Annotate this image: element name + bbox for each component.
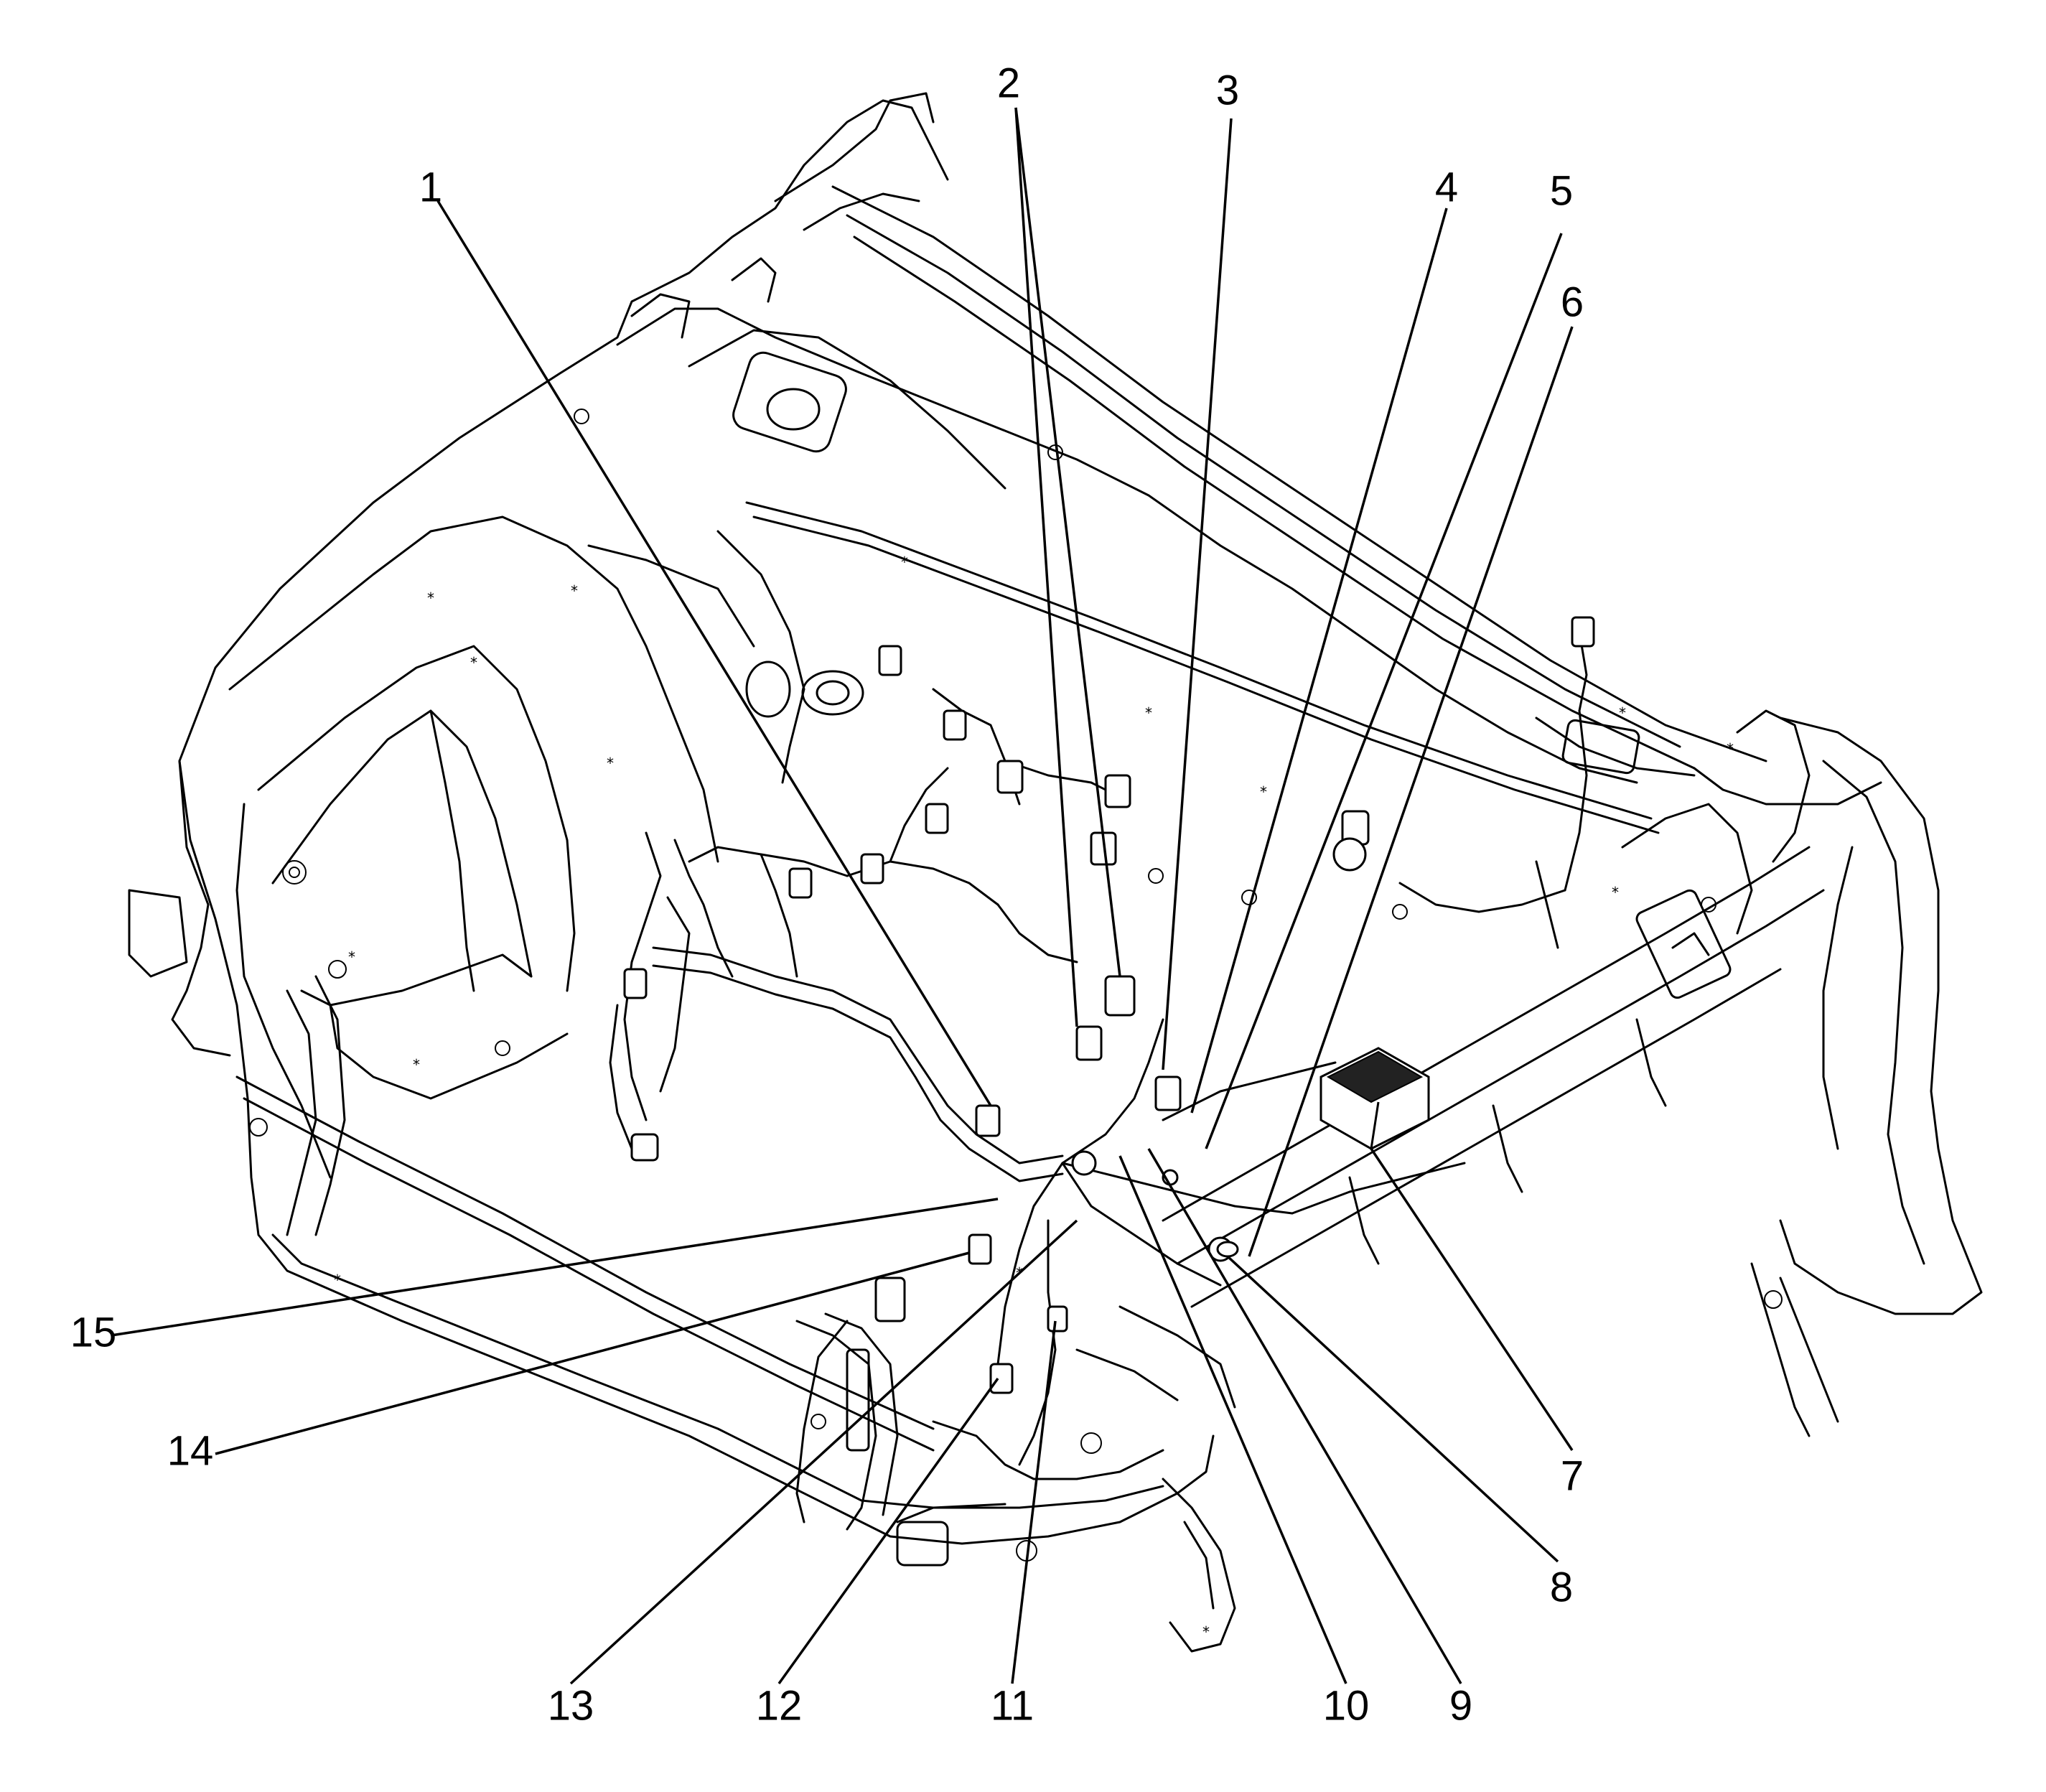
engine-wiring-harness [609, 501, 1660, 1466]
svg-text:*: * [334, 1271, 341, 1289]
harness-connectors [623, 616, 1595, 1394]
weld-marks: * * * * * * * * * * * * * * * [334, 554, 1734, 1641]
svg-text:*: * [413, 1056, 420, 1073]
svg-text:*: * [470, 654, 477, 671]
leader-lines [111, 107, 1574, 1685]
callout-10: 10 [1323, 1682, 1370, 1729]
callout-labels: 1 2 3 4 5 6 7 8 9 10 11 12 13 14 15 [70, 60, 1584, 1729]
svg-text:*: * [607, 755, 614, 772]
callout-13: 13 [548, 1682, 594, 1729]
svg-text:*: * [1145, 704, 1152, 722]
svg-text:*: * [901, 554, 908, 571]
svg-text:*: * [1612, 884, 1619, 901]
callout-2: 2 [997, 60, 1020, 106]
callout-15: 15 [70, 1309, 117, 1355]
svg-text:*: * [1619, 704, 1626, 722]
svg-text:*: * [348, 948, 355, 966]
svg-text:*: * [1260, 783, 1267, 801]
fasteners [249, 409, 1783, 1562]
svg-text:*: * [1727, 740, 1734, 757]
svg-text:*: * [571, 582, 578, 599]
fuse-block [1319, 1047, 1430, 1150]
callout-5: 5 [1550, 167, 1573, 214]
callout-3: 3 [1216, 67, 1239, 113]
svg-text:*: * [1202, 1623, 1210, 1641]
callout-7: 7 [1561, 1452, 1584, 1499]
callout-8: 8 [1550, 1564, 1573, 1610]
front-body-structure [128, 92, 1983, 1653]
callout-4: 4 [1435, 164, 1458, 210]
callout-1: 1 [419, 164, 442, 210]
callout-12: 12 [756, 1682, 803, 1729]
callout-11: 11 [991, 1682, 1034, 1729]
callout-14: 14 [167, 1427, 214, 1474]
callout-6: 6 [1561, 279, 1584, 325]
svg-text:*: * [427, 589, 434, 607]
callout-9: 9 [1449, 1682, 1472, 1729]
